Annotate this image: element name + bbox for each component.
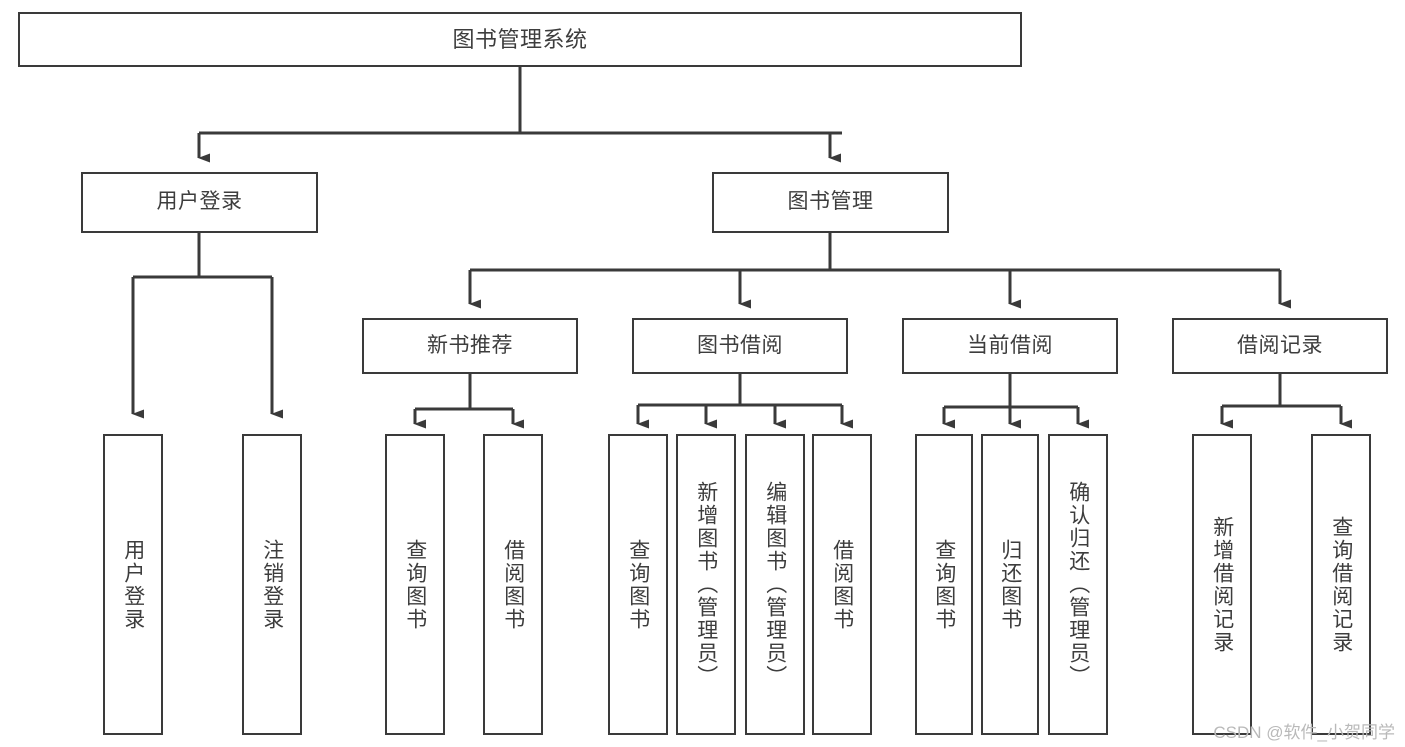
node-label: 新增借阅记录 xyxy=(1210,515,1234,654)
node-label: 查询图书 xyxy=(403,538,427,631)
leaf-user-login-signout[interactable]: 注销登录 xyxy=(242,434,302,735)
node-label: 新书推荐 xyxy=(427,333,513,357)
leaf-new-book-borrow-books[interactable]: 借阅图书 xyxy=(483,434,543,735)
node-book-borrowing[interactable]: 图书借阅 xyxy=(632,318,848,374)
leaf-borrow-borrow-books[interactable]: 借阅图书 xyxy=(812,434,872,735)
node-label: 当前借阅 xyxy=(967,333,1053,357)
leaf-current-return-books[interactable]: 归还图书 xyxy=(981,434,1039,735)
leaf-borrow-edit-book-admin[interactable]: 编辑图书（管理员） xyxy=(745,434,805,735)
node-label: 注销登录 xyxy=(260,538,284,631)
node-label: 借阅记录 xyxy=(1237,333,1323,357)
node-label: 用户登录 xyxy=(156,190,243,214)
node-current-borrowing[interactable]: 当前借阅 xyxy=(902,318,1118,374)
node-label: 图书管理 xyxy=(787,190,874,214)
node-root-book-management-system[interactable]: 图书管理系统 xyxy=(18,12,1022,67)
node-borrowing-record[interactable]: 借阅记录 xyxy=(1172,318,1388,374)
node-label: 编辑图书（管理员） xyxy=(763,481,787,688)
node-label: 用户登录 xyxy=(121,538,145,631)
leaf-record-query-borrow-record[interactable]: 查询借阅记录 xyxy=(1311,434,1371,735)
node-label: 查询图书 xyxy=(932,538,956,631)
node-book-management[interactable]: 图书管理 xyxy=(712,172,949,233)
node-label: 确认归还（管理员） xyxy=(1066,481,1090,688)
leaf-user-login-signin[interactable]: 用户登录 xyxy=(103,434,163,735)
node-label: 查询图书 xyxy=(626,538,650,631)
node-label: 借阅图书 xyxy=(501,538,525,631)
node-user-login[interactable]: 用户登录 xyxy=(81,172,318,233)
leaf-new-book-query-books[interactable]: 查询图书 xyxy=(385,434,445,735)
leaf-current-confirm-return-admin[interactable]: 确认归还（管理员） xyxy=(1048,434,1108,735)
node-label: 新增图书（管理员） xyxy=(694,481,718,688)
node-label: 图书借阅 xyxy=(697,333,783,357)
csdn-watermark: CSDN @软件_小贺同学 xyxy=(1213,723,1395,742)
leaf-borrow-add-book-admin[interactable]: 新增图书（管理员） xyxy=(676,434,736,735)
leaf-record-add-borrow-record[interactable]: 新增借阅记录 xyxy=(1192,434,1252,735)
node-label: 借阅图书 xyxy=(830,538,854,631)
node-label: 图书管理系统 xyxy=(452,26,588,52)
leaf-borrow-query-books[interactable]: 查询图书 xyxy=(608,434,668,735)
node-label: 查询借阅记录 xyxy=(1329,515,1353,654)
node-new-book-recommendation[interactable]: 新书推荐 xyxy=(362,318,578,374)
leaf-current-query-books[interactable]: 查询图书 xyxy=(915,434,973,735)
node-label: 归还图书 xyxy=(998,538,1022,631)
